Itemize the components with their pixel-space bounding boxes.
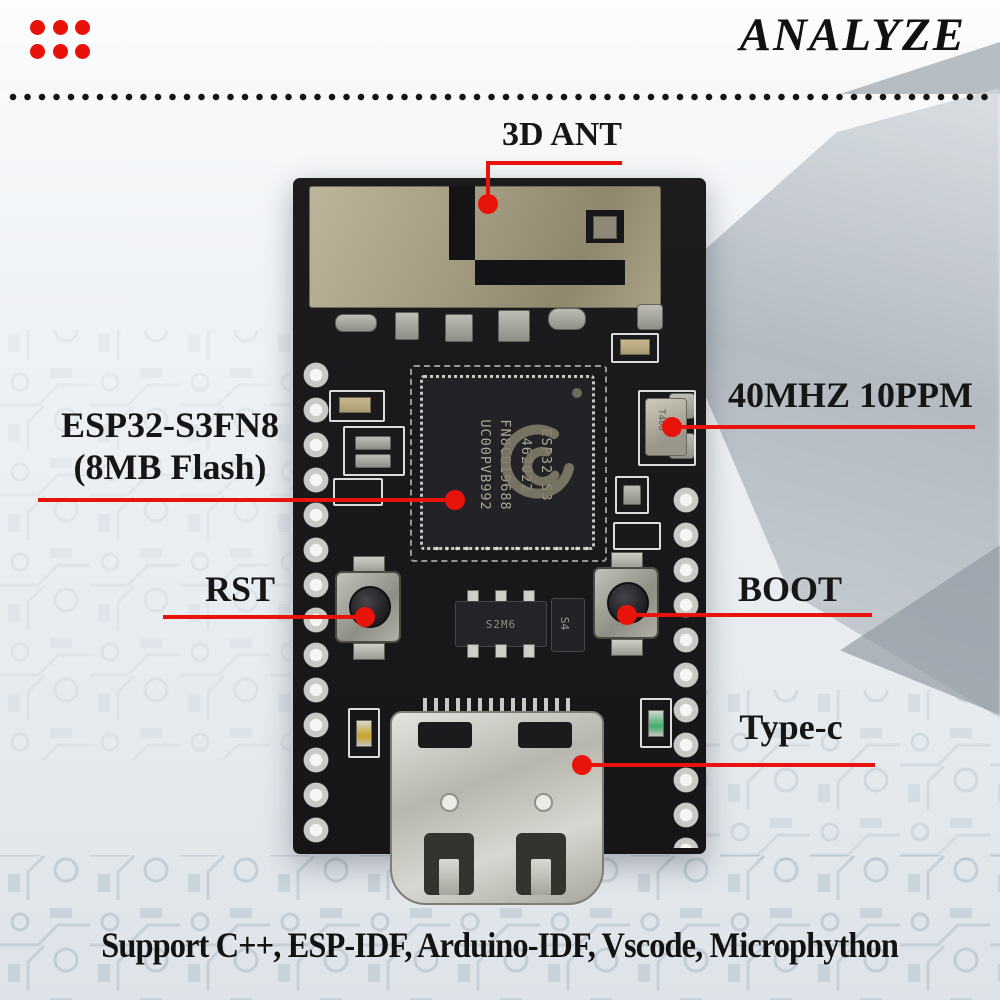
ic-leg — [467, 644, 479, 658]
led-amber-outline — [348, 708, 380, 758]
callout-line-3d-ant — [486, 161, 622, 165]
via-dots-row — [433, 546, 593, 551]
esp32-s3-chip: ESP32-S3 462022 FN8C019688 UC00PVB992 — [420, 375, 595, 550]
ic-leg — [495, 644, 507, 658]
diode-s4: S4 — [551, 598, 585, 652]
red-dot — [30, 20, 45, 35]
button-tab — [353, 643, 385, 660]
pin-holes-left — [299, 358, 333, 850]
red-dot — [52, 20, 68, 35]
solder-pad — [335, 314, 377, 332]
callout-dot-type-c — [572, 755, 592, 775]
silkscreen-outline — [615, 476, 649, 514]
usb-slot — [418, 722, 472, 748]
diode-marking: S4 — [558, 616, 572, 631]
red-dot — [52, 44, 68, 59]
pin-holes-right — [669, 483, 703, 848]
callout-label-crystal: 40MHZ 10PPM — [728, 375, 973, 415]
smd-component — [339, 397, 371, 413]
solder-dot — [440, 793, 459, 812]
silkscreen-outline — [611, 333, 659, 363]
red-dot — [75, 44, 91, 59]
antenna-slot — [449, 186, 475, 260]
callout-line-3d-ant — [486, 161, 490, 199]
silkscreen-outline — [333, 478, 383, 506]
usb-cutout-tab — [439, 859, 459, 895]
solder-pad — [548, 308, 586, 330]
smd-component — [355, 436, 391, 450]
red-dot — [75, 20, 91, 35]
usb-type-c-connector — [390, 711, 604, 905]
usb-cutout — [424, 833, 474, 895]
usb-cutout-tab — [531, 859, 551, 895]
chip-label-line1: ESP32-S3FN8 — [60, 405, 280, 445]
boot-button — [593, 552, 659, 656]
silkscreen-outline — [329, 390, 385, 422]
callout-dot-rst — [355, 607, 375, 627]
espressif-logo — [500, 424, 574, 499]
red-dot — [30, 44, 45, 59]
callout-dot-chip — [445, 490, 465, 510]
callout-label-type-c: Type-c — [739, 707, 843, 747]
callout-line-boot — [627, 613, 872, 617]
solder-dot — [534, 793, 553, 812]
callout-dot-boot — [617, 605, 637, 625]
antenna-slot — [475, 260, 625, 285]
3d-antenna — [309, 186, 661, 308]
usb-slot — [518, 722, 572, 748]
callout-label-3d-ant: 3D ANT — [502, 116, 622, 153]
callout-dot-crystal — [662, 417, 682, 437]
smd-component — [620, 339, 650, 355]
antenna-notch-component — [593, 216, 617, 239]
callout-label-boot: BOOT — [737, 569, 843, 609]
dotted-separator — [8, 92, 992, 103]
pin1-dot — [572, 388, 582, 398]
silkscreen-outline — [343, 426, 405, 476]
page-title: ANALYZE — [739, 9, 966, 61]
usb-pins-row — [423, 698, 575, 712]
callout-line-rst — [163, 615, 365, 619]
solder-pad — [498, 310, 530, 342]
callout-label-chip: ESP32-S3FN8 (8MB Flash) — [28, 404, 312, 489]
button-tab — [611, 639, 643, 656]
ic-leg — [523, 644, 535, 658]
footer-text: Support C++, ESP-IDF, Arduino-IDF, Vscod… — [101, 925, 900, 965]
led-green-outline — [640, 698, 672, 748]
callout-line-crystal — [672, 425, 975, 429]
red-dot-grid — [30, 20, 94, 64]
regulator-marking: S2M6 — [455, 601, 547, 647]
smd-component — [355, 454, 391, 468]
amber-led — [356, 720, 372, 747]
callout-line-chip — [38, 498, 457, 502]
smd-component — [623, 485, 641, 505]
solder-pad — [445, 314, 473, 342]
voltage-regulator: S2M6 — [455, 590, 547, 658]
solder-pad — [395, 312, 419, 340]
rst-button — [335, 556, 401, 660]
callout-label-rst: RST — [204, 569, 276, 609]
usb-cutout — [516, 833, 566, 895]
solder-pad — [637, 304, 663, 330]
chip-label-line2: (8MB Flash) — [73, 447, 267, 488]
callout-line-type-c — [582, 763, 875, 767]
background-top-band — [0, 0, 1000, 92]
chip-silkscreen — [410, 365, 607, 562]
esp32-dev-board: ESP32-S3 462022 FN8C019688 UC00PVB992 T4… — [293, 178, 706, 905]
green-led — [648, 710, 664, 737]
footer-support-text: Support C++, ESP-IDF, Arduino-IDF, Vscod… — [0, 924, 1000, 966]
silkscreen-outline — [613, 522, 661, 550]
chip-marking-line: UC00PVB992 — [477, 419, 494, 511]
callout-dot-3d-ant — [478, 194, 498, 214]
